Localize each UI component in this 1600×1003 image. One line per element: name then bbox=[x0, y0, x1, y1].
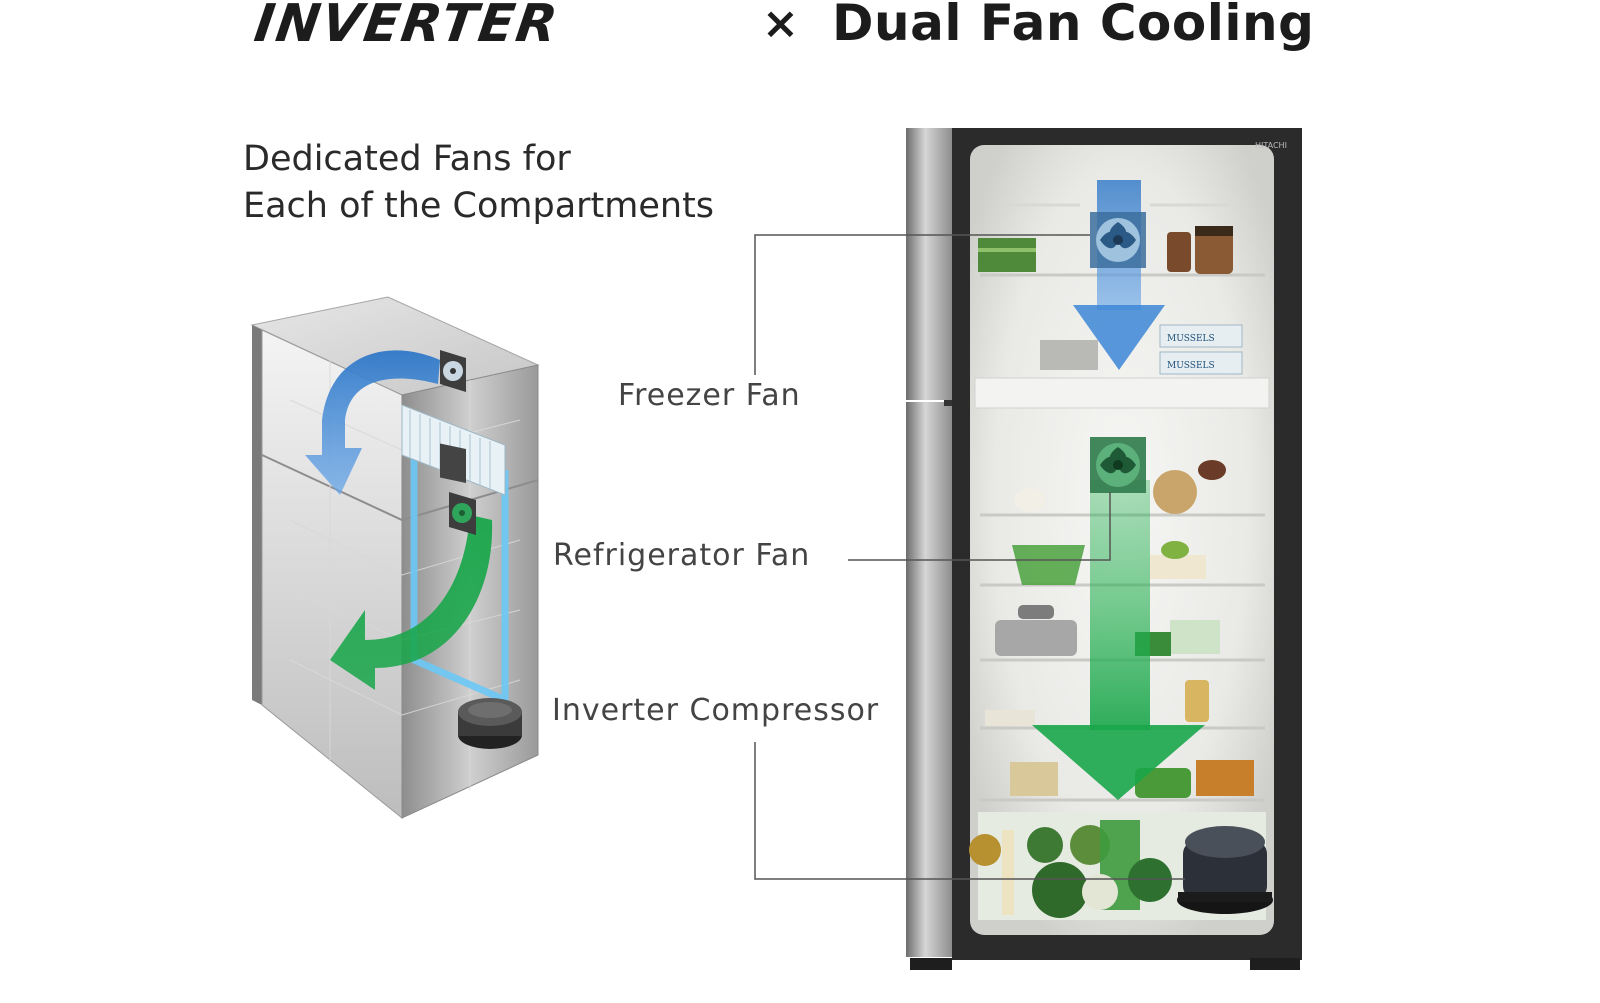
freezer-food: MUSSELS MUSSELS bbox=[978, 226, 1243, 375]
refrigerator-airflow-arrow bbox=[330, 515, 493, 690]
freezer-fan-label: Freezer Fan bbox=[618, 378, 801, 413]
title-separator: × bbox=[762, 0, 799, 49]
refrigerator-door bbox=[906, 402, 954, 957]
cutaway-diagram bbox=[250, 296, 540, 820]
inverter-compressor-label: Inverter Compressor bbox=[552, 693, 880, 728]
compressor-leader bbox=[754, 742, 1185, 880]
freezer-fan-leader bbox=[754, 234, 1090, 375]
diagram-freezer-fan-icon bbox=[440, 443, 466, 484]
refrigerator-fan-icon bbox=[1090, 437, 1146, 493]
refrigerator-fan-leader bbox=[848, 492, 1111, 561]
title-banner: INVERTER × Dual Fan Cooling bbox=[0, 0, 1600, 64]
refrigerator-fan-arrow bbox=[1032, 480, 1205, 800]
callout-lines bbox=[754, 234, 1185, 880]
refrigerator-fan-label: Refrigerator Fan bbox=[553, 538, 811, 573]
freezer-fan-icon bbox=[1090, 212, 1146, 268]
refrigerator-illustration: MUSSELS MUSSELS bbox=[906, 128, 1302, 970]
diagram-refrigerator-fan-icon bbox=[449, 492, 476, 535]
freezer-airflow-arrow bbox=[305, 350, 440, 495]
diagram-compressor-icon bbox=[458, 698, 522, 749]
section-heading: Dedicated Fans for Each of the Compartme… bbox=[243, 136, 714, 230]
heading-line-2: Each of the Compartments bbox=[243, 186, 715, 226]
heading-line-1: Dedicated Fans for bbox=[243, 139, 571, 179]
brand-mark: HITACHI bbox=[1255, 141, 1287, 150]
package-label-1: MUSSELS bbox=[1167, 334, 1215, 344]
package-label-2: MUSSELS bbox=[1167, 361, 1215, 371]
title-feature: Dual Fan Cooling bbox=[832, 0, 1315, 52]
compressor-icon bbox=[1177, 826, 1273, 914]
diagram-freezer-fan-blades bbox=[440, 350, 466, 392]
refrigerator-food bbox=[985, 460, 1254, 798]
freezer-door bbox=[906, 128, 954, 400]
